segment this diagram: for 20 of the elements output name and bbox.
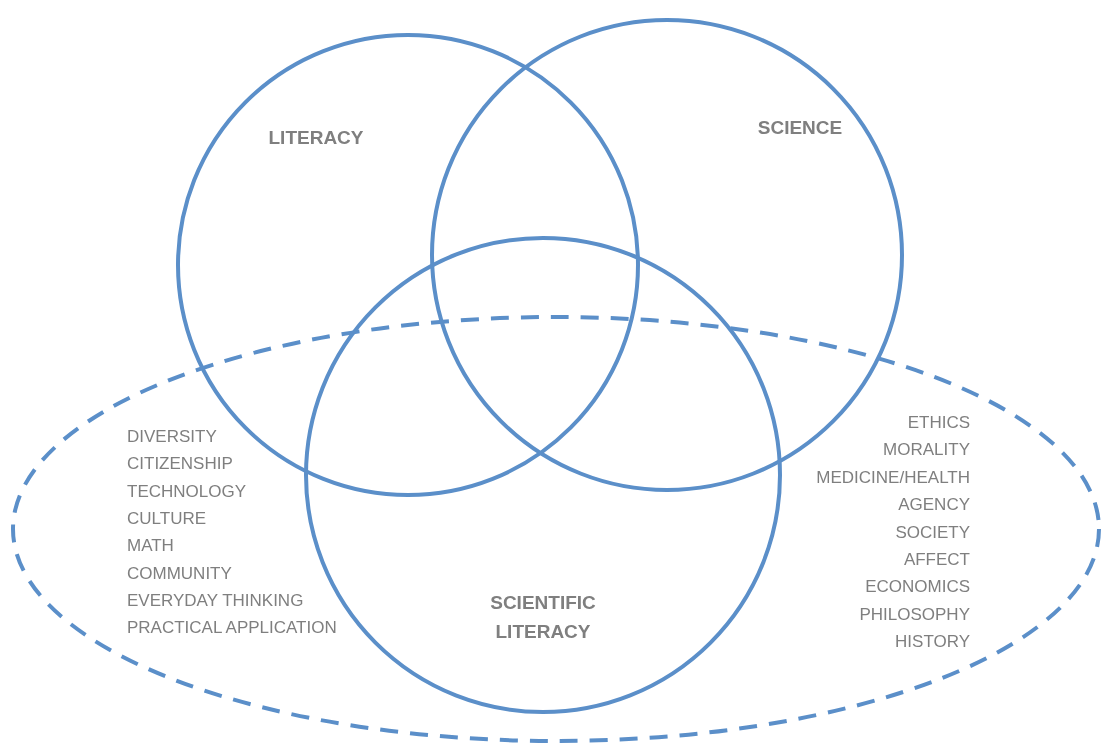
- circle-title: LITERACY: [267, 126, 365, 150]
- topic-label: HISTORY: [895, 632, 970, 653]
- topic-label: COMMUNITY: [127, 563, 232, 584]
- circle-title: SCIENTIFIC LITERACY: [489, 591, 597, 644]
- topic-label: MATH: [127, 536, 174, 557]
- topic-label: MEDICINE/HEALTH: [816, 467, 970, 488]
- topic-label: PRACTICAL APPLICATION: [127, 618, 337, 639]
- topic-label: PHILOSOPHY: [859, 604, 970, 625]
- topic-label: TECHNOLOGY: [127, 481, 247, 502]
- topic-label: ECONOMICS: [865, 577, 970, 598]
- circle-title: SCIENCE: [756, 116, 844, 140]
- topic-label: ETHICS: [907, 413, 970, 433]
- topic-label: EVERYDAY THINKING: [127, 590, 304, 611]
- topic-label: CULTURE: [127, 508, 207, 529]
- topic-label: AGENCY: [898, 495, 970, 516]
- topic-label: DIVERSITY: [127, 427, 217, 447]
- topic-label: SOCIETY: [895, 522, 970, 543]
- topic-label: CITIZENSHIP: [127, 454, 233, 475]
- topic-label: MORALITY: [883, 440, 970, 461]
- topic-label: AFFECT: [903, 550, 970, 570]
